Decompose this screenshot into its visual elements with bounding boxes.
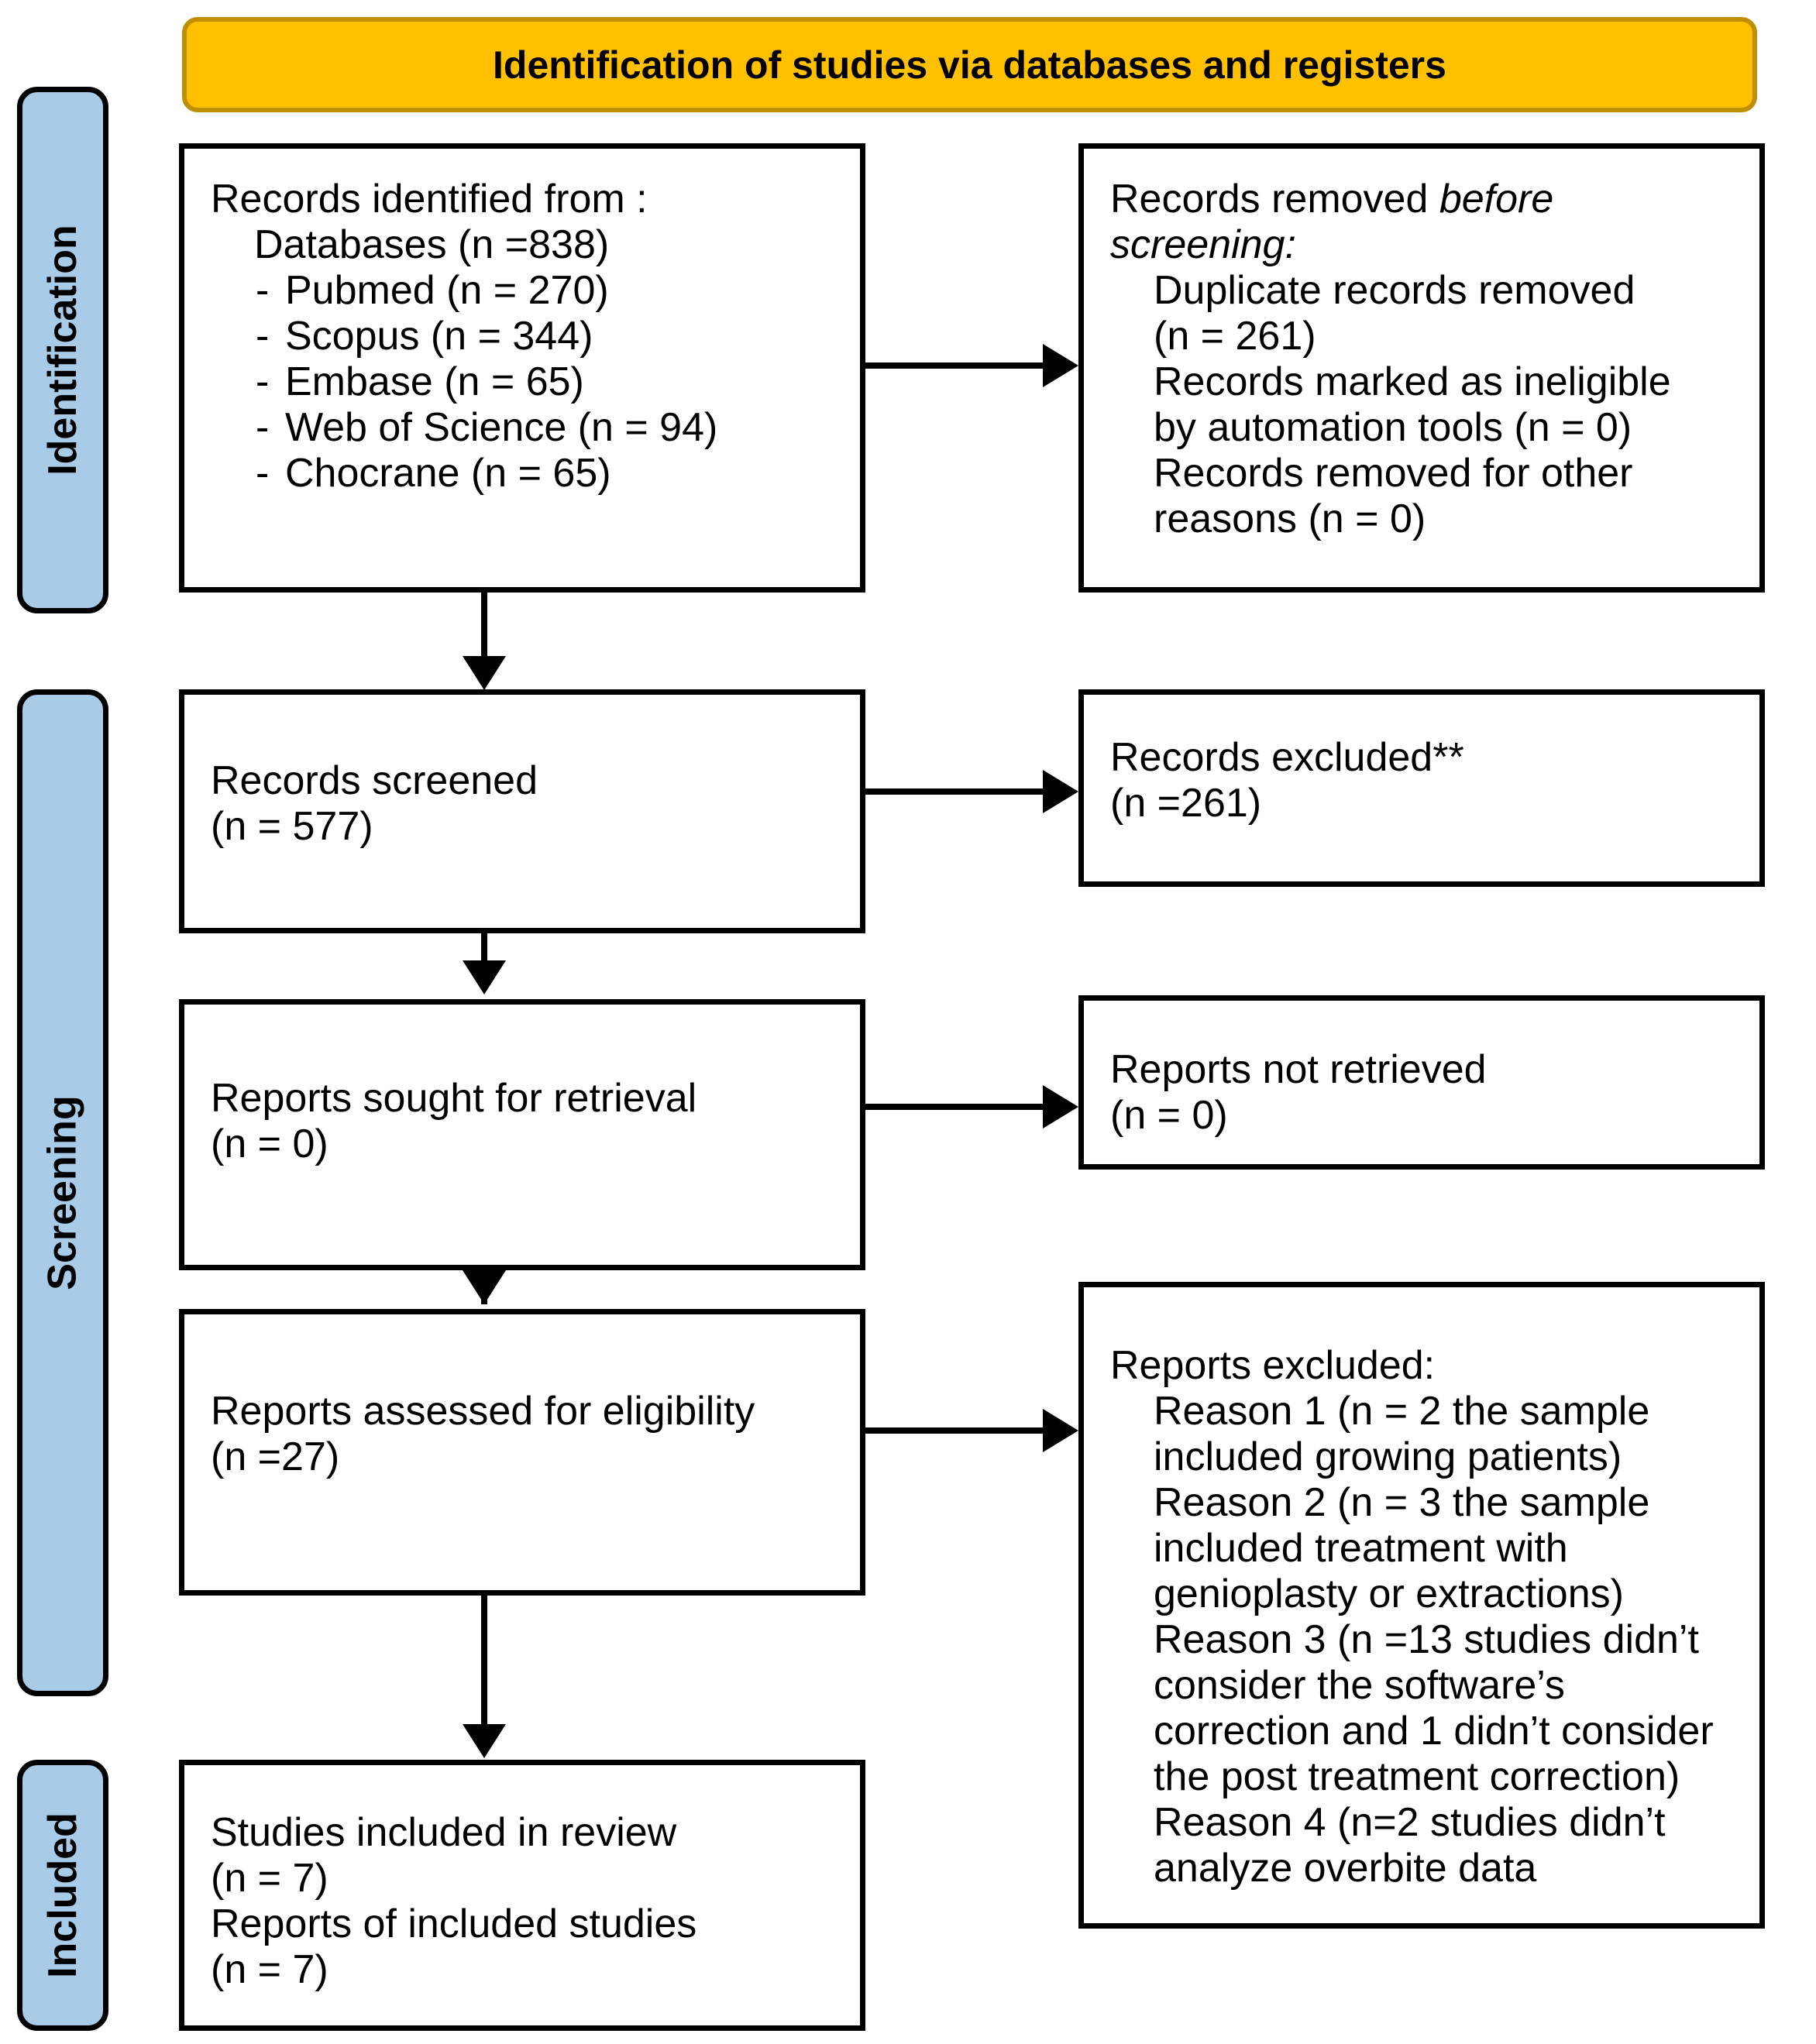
stage-bar-identification: Identification [17, 87, 108, 613]
box-reports-assessed-for-eligibility: Reports assessed for eligibility (n =27) [179, 1309, 865, 1596]
connector-identified-to-screened [481, 593, 487, 664]
stage-label-screening: Screening [40, 1095, 86, 1290]
database-item-label: Scopus (n = 344) [285, 314, 593, 359]
dash-bullet: - [256, 314, 270, 359]
reports-not-retrieved-count: (n = 0) [1110, 1093, 1228, 1138]
records-identified-databases: Databases (n =838) [254, 222, 610, 267]
box-reports-excluded-reasons: Reports excluded: Reason 1 (n = 2 the sa… [1078, 1282, 1765, 1929]
reports-included-line1: Reports of included studies [211, 1901, 697, 1946]
box-reports-sought-for-retrieval: Reports sought for retrieval (n = 0) [179, 999, 865, 1270]
arrowhead-sought-to-assessed [463, 1270, 506, 1304]
box-reports-not-retrieved: Reports not retrieved (n = 0) [1078, 995, 1765, 1170]
box-records-excluded: Records excluded** (n =261) [1078, 689, 1765, 887]
stage-label-included: Included [40, 1812, 86, 1978]
studies-included-count: (n = 7) [211, 1856, 328, 1901]
box-records-identified: Records identified from : Databases (n =… [179, 143, 865, 593]
arrowhead-screened-to-sought [463, 960, 506, 995]
arrowhead-identified-to-screened [463, 656, 506, 690]
diagram-title: Identification of studies via databases … [493, 43, 1446, 87]
connector-identified-to-removed [865, 362, 1050, 369]
box-records-removed-before-screening: Records removed before screening: Duplic… [1078, 143, 1765, 593]
box-studies-included: Studies included in review (n = 7) Repor… [179, 1760, 865, 2031]
database-item: - Chocrane (n = 65) [211, 451, 837, 496]
arrowhead-identified-to-removed [1043, 344, 1078, 387]
connector-assessed-to-included [481, 1596, 487, 1735]
dash-bullet: - [256, 451, 270, 496]
records-excluded-count: (n =261) [1110, 781, 1262, 826]
records-identified-line1: Records identified from : [211, 177, 648, 222]
records-removed-details: Duplicate records removed (n = 261) Reco… [1154, 268, 1671, 541]
records-removed-heading: Records removed before screening: [1110, 177, 1736, 268]
records-excluded-line1: Records excluded** [1110, 735, 1464, 780]
reports-not-retrieved-line1: Reports not retrieved [1110, 1047, 1487, 1092]
stage-bar-included: Included [17, 1760, 108, 2031]
dash-bullet: - [256, 405, 270, 450]
connector-sought-to-not-retrieved [865, 1104, 1050, 1110]
connector-assessed-to-reports-excluded [865, 1427, 1050, 1434]
records-screened-count: (n = 577) [211, 804, 373, 849]
studies-included-line1: Studies included in review [211, 1810, 677, 1855]
connector-screened-to-excluded [865, 788, 1050, 795]
arrowhead-sought-to-not-retrieved [1043, 1085, 1078, 1128]
arrowhead-assessed-to-included [463, 1724, 506, 1758]
dash-bullet: - [256, 359, 270, 404]
reports-sought-line1: Reports sought for retrieval [211, 1076, 697, 1121]
reports-excluded-reasons: Reason 1 (n = 2 the sample included grow… [1154, 1389, 1714, 1891]
reports-assessed-count: (n =27) [211, 1434, 340, 1479]
records-removed-heading-colon: : [1285, 222, 1296, 267]
box-records-screened: Records screened (n = 577) [179, 689, 865, 933]
database-item: - Scopus (n = 344) [211, 314, 837, 359]
reports-excluded-heading: Reports excluded: [1110, 1343, 1436, 1388]
reports-included-count: (n = 7) [211, 1947, 328, 1992]
records-screened-line1: Records screened [211, 758, 538, 803]
database-item-label: Web of Science (n = 94) [285, 405, 718, 450]
database-item: - Web of Science (n = 94) [211, 405, 837, 451]
database-item: - Embase (n = 65) [211, 359, 837, 405]
reports-assessed-line1: Reports assessed for eligibility [211, 1389, 755, 1434]
connector-screened-to-sought [481, 933, 487, 966]
database-item-label: Pubmed (n = 270) [285, 268, 609, 313]
database-item: - Pubmed (n = 270) [211, 268, 837, 314]
database-item-label: Embase (n = 65) [285, 359, 584, 404]
arrowhead-screened-to-excluded [1043, 770, 1078, 813]
arrowhead-assessed-to-reports-excluded [1043, 1409, 1078, 1452]
diagram-header-banner: Identification of studies via databases … [182, 17, 1757, 112]
dash-bullet: - [256, 268, 270, 313]
stage-label-identification: Identification [40, 225, 85, 476]
stage-bar-screening: Screening [17, 689, 108, 1696]
records-removed-heading-part1: Records removed [1110, 177, 1439, 222]
database-item-label: Chocrane (n = 65) [285, 451, 611, 496]
reports-sought-count: (n = 0) [211, 1122, 328, 1166]
records-removed-heading-italic: before screening [1110, 177, 1565, 267]
